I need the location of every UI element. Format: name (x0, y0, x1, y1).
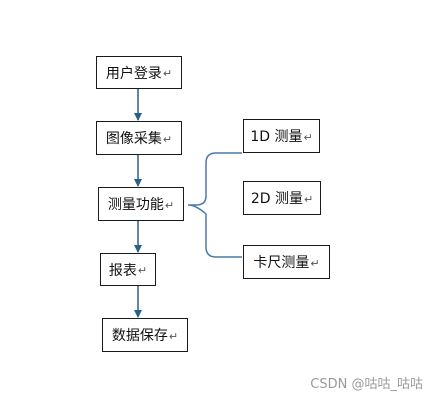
node-caliper-measure-label: 卡尺测量 (253, 255, 310, 271)
node-user-login: 用户登录↵ (96, 56, 182, 89)
node-image-capture-label: 图像采集 (105, 131, 162, 147)
return-mark: ↵ (164, 198, 175, 212)
return-mark: ↵ (303, 192, 314, 206)
node-measure-function: 测量功能↵ (98, 187, 184, 221)
node-measure-function-label: 测量功能 (107, 197, 164, 213)
return-mark: ↵ (162, 132, 173, 146)
watermark-text: CSDN @咕咕_咕咕 (310, 377, 423, 392)
node-1d-measure: 1D 测量↵ (243, 119, 320, 153)
node-data-save: 数据保存↵ (102, 318, 188, 352)
node-2d-measure-label: 2D 测量 (250, 191, 303, 207)
node-report-label: 报表 (108, 262, 137, 279)
return-mark: ↵ (310, 256, 320, 270)
return-mark: ↵ (168, 329, 179, 343)
node-1d-measure-label: 1D 测量 (250, 129, 303, 145)
return-mark: ↵ (137, 264, 148, 277)
node-report: 报表↵ (100, 253, 156, 286)
node-image-capture: 图像采集↵ (96, 121, 182, 155)
return-mark: ↵ (162, 67, 173, 80)
bracket-measure-submodes (187, 152, 242, 258)
return-mark: ↵ (303, 130, 313, 144)
node-user-login-label: 用户登录 (105, 65, 162, 82)
node-caliper-measure: 卡尺测量↵ (243, 245, 330, 279)
node-data-save-label: 数据保存 (111, 328, 168, 344)
node-2d-measure: 2D 测量↵ (243, 181, 321, 215)
